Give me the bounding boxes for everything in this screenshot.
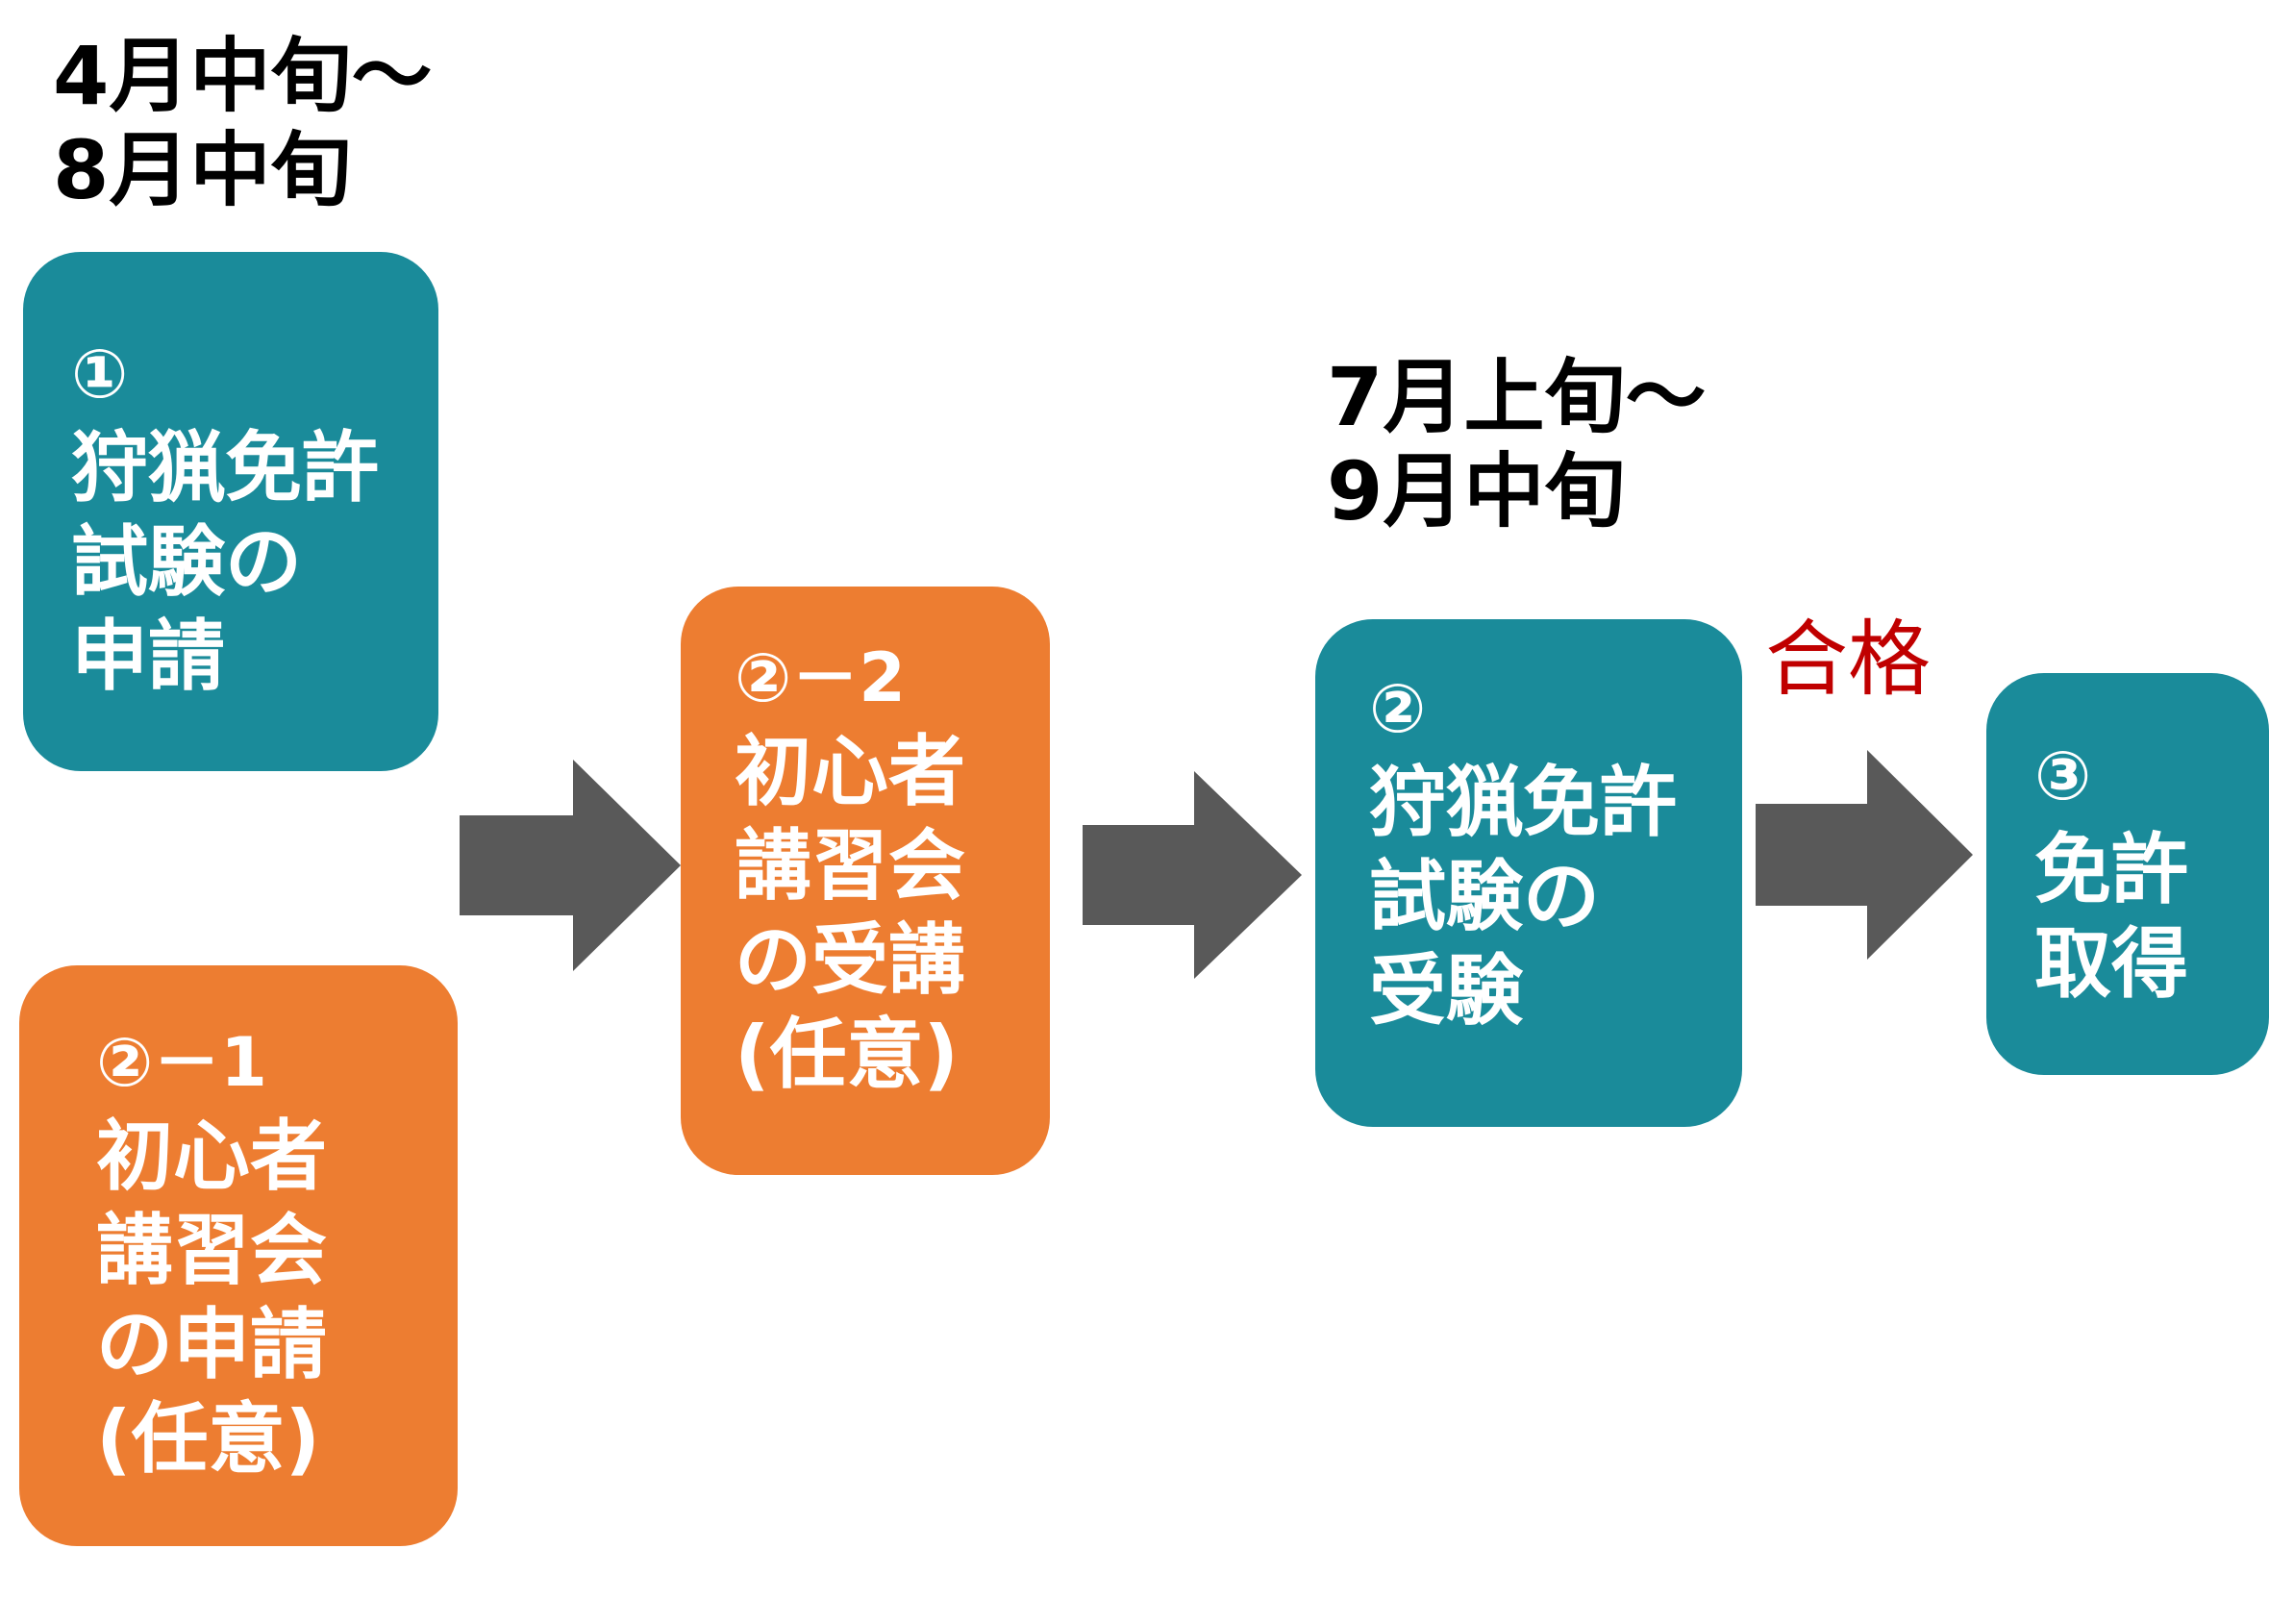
step1-line: 狩猟免許: [71, 423, 379, 512]
step2-2-line: 初心者: [735, 727, 965, 816]
step2-1-number: ②－1: [96, 1023, 267, 1102]
exam-period-end: 9月中旬: [1327, 444, 1626, 538]
step2-line: 受験: [1369, 946, 1523, 1036]
step3-line: 免許: [2034, 825, 2188, 914]
step2-1-beginner-course-application-box: ②－1 初心者 講習会 の申請 (任意): [19, 965, 458, 1546]
step1-line: 試験の: [71, 517, 302, 607]
step2-2-line: の受講: [735, 915, 965, 1005]
right-arrow-icon: [1083, 771, 1302, 979]
step1-number: ①: [71, 335, 129, 413]
step1-line: 申請: [71, 612, 225, 701]
step2-1-line: (任意): [96, 1394, 321, 1484]
step2-1-line: の申請: [96, 1300, 327, 1389]
arrow-shape: [1756, 750, 1973, 960]
exam-period-start: 7月上旬～: [1327, 350, 1707, 444]
exam-period-label: 7月上旬～ 9月中旬: [1327, 350, 1706, 538]
step2-number: ②: [1369, 669, 1427, 748]
right-arrow-icon: [1756, 750, 1973, 960]
step3-number: ③: [2034, 737, 2092, 815]
step2-line: 狩猟免許: [1369, 758, 1677, 847]
arrow-shape: [1083, 771, 1302, 979]
arrow-shape: [460, 760, 681, 971]
step2-2-line: 講習会: [735, 821, 965, 911]
application-period-start: 4月中旬～: [53, 29, 433, 123]
step3-license-acquisition-box: ③ 免許 取得: [1986, 673, 2269, 1075]
pass-label: 合格: [1765, 612, 1931, 708]
step2-2-line: (任意): [735, 1010, 960, 1099]
step2-license-exam-box: ② 狩猟免許 試験の 受験: [1315, 619, 1742, 1127]
step1-license-exam-application-box: ① 狩猟免許 試験の 申請: [23, 252, 438, 771]
step2-2-number: ②－2: [735, 638, 906, 717]
application-period-label: 4月中旬～ 8月中旬: [53, 29, 432, 217]
step2-1-line: 初心者: [96, 1112, 327, 1201]
application-period-end: 8月中旬: [53, 123, 352, 217]
step2-2-beginner-course-attendance-box: ②－2 初心者 講習会 の受講 (任意): [681, 587, 1050, 1175]
step3-line: 取得: [2034, 919, 2188, 1009]
step2-line: 試験の: [1369, 852, 1600, 941]
right-arrow-icon: [460, 760, 681, 971]
step2-1-line: 講習会: [96, 1206, 327, 1295]
